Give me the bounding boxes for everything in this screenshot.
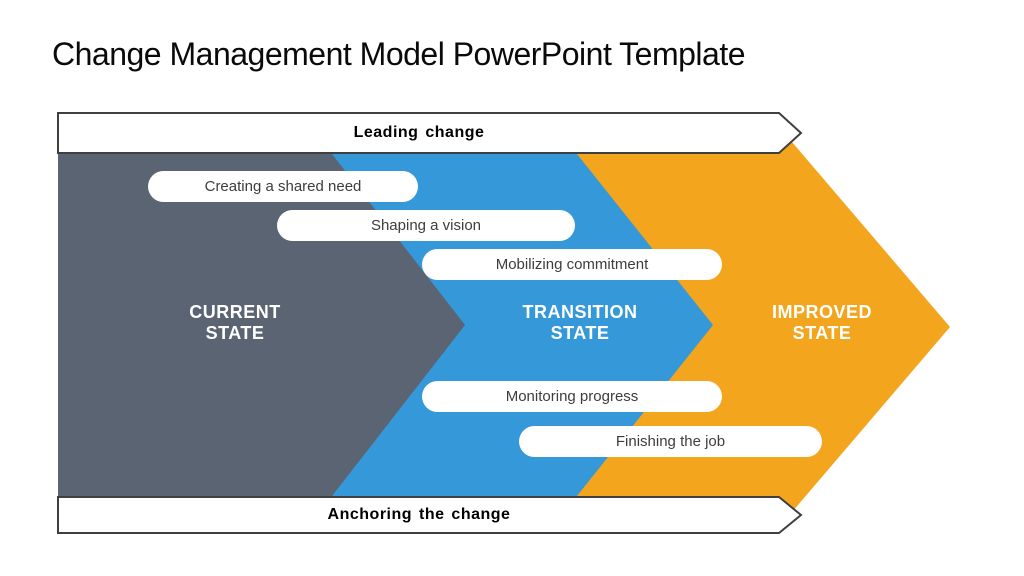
stage-label-improved-state: IMPROVED STATE [771, 302, 872, 343]
stage-label-transition-state: TRANSITION STATE [522, 302, 638, 343]
banner-bottom-label: Anchoring the change [327, 506, 511, 523]
step-pill-creating-a-shared-need: Creating a shared need [148, 171, 418, 202]
banner-top-shape [57, 112, 803, 154]
step-pill-shaping-a-vision: Shaping a vision [277, 210, 575, 241]
page-title: Change Management Model PowerPoint Templ… [52, 36, 746, 72]
step-pill-mobilizing-commitment: Mobilizing commitment [422, 249, 722, 280]
step-pill-monitoring-progress: Monitoring progress [422, 381, 722, 412]
banner-top-label: Leading change [353, 124, 485, 141]
step-pill-finishing-the-job: Finishing the job [519, 426, 822, 457]
banner-bottom-shape [57, 496, 803, 534]
stage-label-current-state: CURRENT STATE [189, 302, 281, 343]
